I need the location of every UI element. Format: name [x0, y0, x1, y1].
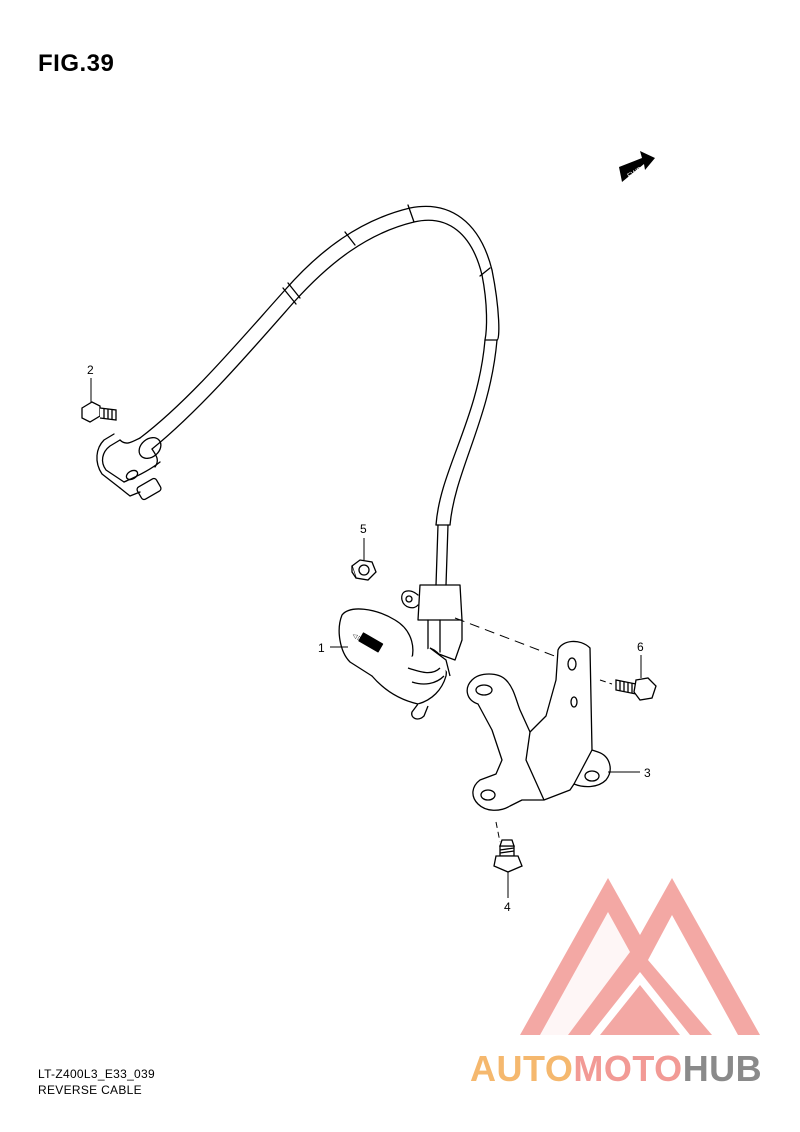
callout-number-5: 5 — [360, 522, 367, 536]
watermark-logo-icon — [520, 878, 760, 1035]
figure-title: FIG.39 — [38, 50, 115, 77]
watermark-auto: AUTO — [470, 1048, 574, 1089]
figure-footer: LT-Z400L3_E33_039 REVERSE CABLE — [38, 1066, 155, 1098]
callout-number-6: 6 — [637, 640, 644, 654]
watermark-moto: MOTO — [573, 1048, 683, 1089]
callouts — [90, 378, 642, 898]
model-code: LT-Z400L3_E33_039 — [38, 1067, 155, 1081]
assembly-dashed-line — [495, 821, 501, 843]
assembly-dashed-line — [454, 617, 566, 661]
callout-number-1: 1 — [318, 641, 325, 655]
reverse-cable — [96, 204, 500, 661]
callout-number-2: 2 — [87, 363, 94, 377]
callout-number-4: 4 — [504, 900, 511, 914]
assembly-dashed-line — [599, 679, 613, 685]
forward-arrow-icon: FWD — [619, 151, 655, 182]
svg-text:◁ ▷: ◁ ▷ — [351, 633, 364, 644]
nut-part — [351, 559, 377, 581]
bracket-part — [466, 640, 611, 811]
reverse-switch-part: ◁ ▷ — [338, 608, 451, 720]
bolt-part — [615, 677, 657, 701]
watermark-text: AUTOMOTOHUB — [470, 1048, 762, 1090]
bolt-part — [81, 401, 117, 423]
callout-number-3: 3 — [644, 766, 651, 780]
watermark-hub: HUB — [682, 1048, 763, 1089]
screw-part — [493, 839, 523, 873]
figure-caption: REVERSE CABLE — [38, 1083, 142, 1097]
